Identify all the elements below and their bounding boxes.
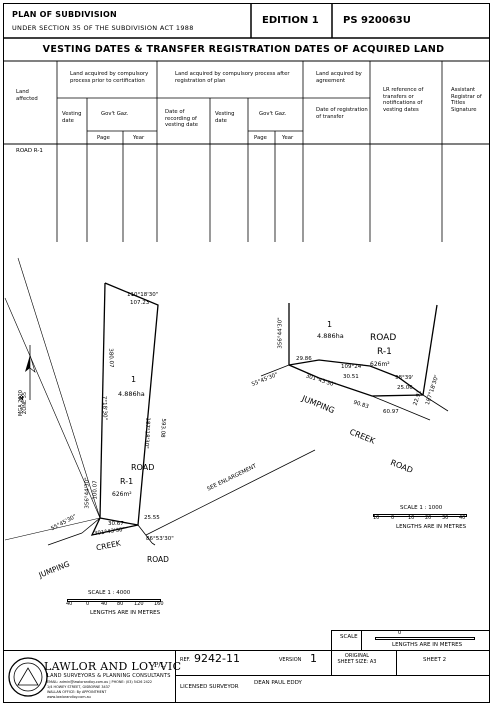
right-bearing-b: 109°24' (341, 364, 363, 370)
row-land-affected: ROAD R-1 (16, 148, 43, 154)
sub-govt-gaz-2: Gov't Gaz. (259, 111, 287, 117)
left-dist-right: 593.08 (159, 418, 167, 438)
original-sheet-size: ORIGINAL SHEET SIZE: A3 (337, 653, 377, 665)
footer-scale-zero: 0 (398, 630, 402, 636)
col-group-after: Land acquired by compulsory process afte… (175, 71, 290, 84)
right-dist-b: 30.51 (343, 374, 359, 380)
left-dist-top: 107.23 (130, 300, 150, 306)
licensed-surveyor-name: DEAN PAUL EDDY (254, 680, 302, 686)
ref-label: REF. (180, 657, 191, 663)
sub-year-2: Year (282, 135, 294, 141)
sub-page: Page (97, 135, 110, 141)
col-group-agreement: Land acquired by agreement (316, 71, 362, 84)
col-land-affected: Land affected (16, 89, 38, 102)
left-road-area: 626m² (112, 491, 132, 498)
right-scale-tick-0: 10 (373, 515, 380, 521)
left-dist-vertical: 100.07 (92, 480, 99, 500)
left-dist-left: 380.07 (107, 348, 114, 368)
company-web: www.lawlorandloy.com.au (47, 695, 91, 699)
right-road-label: ROAD (370, 333, 397, 343)
right-scale-tick-1: 0 (391, 515, 395, 521)
left-road-label: ROAD (131, 463, 155, 472)
left-lot-area: 4.886ha (118, 390, 145, 398)
left-scale-tick-0: 40 (66, 601, 73, 607)
left-scale-bar (67, 599, 161, 602)
right-bearing-c: 98°39' (395, 375, 414, 381)
left-scale-title: SCALE 1 : 4000 (88, 590, 131, 596)
sub-date-registration: Date of registration of transfer (316, 107, 368, 120)
company-contact-1: EMAIL: admin@lawlorandloy.com.au | PHONE… (47, 680, 153, 684)
right-scale-tick-2: 10 (408, 515, 415, 521)
company-tagline: LAND SURVEYORS & PLANNING CONSULTANTS (47, 673, 171, 679)
left-bearing-vertical: 356°44'30" (84, 477, 91, 509)
footer-scale-box (331, 630, 490, 650)
sub-vesting-date: Vesting date (62, 111, 82, 124)
left-scale-tick-2: 40 (101, 601, 108, 607)
footer-divider-1 (175, 650, 176, 703)
right-lot-area: 4.886ha (317, 332, 344, 340)
version-number: 1 (310, 652, 317, 665)
footer-scale-units: LENGTHS ARE IN METRES (392, 642, 463, 648)
north-label-2: ZONE 55 (22, 391, 29, 415)
footer-top-rule (3, 650, 490, 651)
sub-vesting-date-2: Vesting date (215, 111, 235, 124)
right-dist-c: 25.06 (397, 385, 413, 391)
col-assistant-registrar: Assistant Registrar of Titles Signature (451, 87, 482, 113)
right-scale-units: LENGTHS ARE IN METRES (396, 524, 467, 530)
footer-divider-3 (396, 650, 397, 675)
plan-number: PS 920063U (343, 15, 411, 26)
col-lr-reference: LR reference of transfers or notificatio… (383, 87, 424, 113)
left-road-word: ROAD (147, 555, 169, 564)
right-lot-number: 1 (327, 320, 333, 329)
company-contact-2: 1/4 HOWEY STREET, GISBORNE 3437 (47, 685, 110, 689)
company-contact-3: WALLAN OFFICE: By APPOINTMENT (47, 690, 107, 694)
right-road-area: 626m² (370, 361, 390, 368)
left-scale-tick-4: 120 (134, 601, 144, 607)
company-suffix: P/L (154, 661, 165, 669)
plan-title: PLAN OF SUBDIVISION (12, 10, 117, 19)
right-scale-tick-3: 20 (425, 515, 432, 521)
left-bearing-top: 110°18'30" (127, 292, 159, 298)
sub-year: Year (133, 135, 145, 141)
col-group-prior: Land acquired by compulsory process prio… (70, 71, 149, 84)
right-road-id: R-1 (377, 347, 392, 357)
left-scale-units: LENGTHS ARE IN METRES (90, 610, 161, 616)
edition-label: EDITION 1 (262, 15, 319, 26)
left-dist-bottom-b: 25.55 (144, 515, 160, 521)
footer-divider-2 (331, 650, 332, 675)
left-bearing-left: 7°18'30" (100, 395, 108, 421)
sheet-number: SHEET 2 (423, 657, 447, 663)
sub-govt-gaz: Gov't Gaz. (101, 111, 129, 117)
footer-scale-divider (361, 630, 362, 650)
right-scale-title: SCALE 1 : 1000 (400, 505, 443, 511)
sub-date-recording: Date of recording of vesting date (165, 109, 199, 129)
north-arrow-icon: N (19, 345, 36, 402)
left-bearing-bottom-b: 86°53'30" (146, 536, 174, 542)
footer-scale-bar (375, 637, 475, 640)
sub-page-2: Page (254, 135, 267, 141)
footer-scale-label: SCALE (340, 634, 358, 640)
svg-text:N: N (19, 396, 24, 402)
page-frame (3, 3, 490, 703)
right-scale-bar (373, 514, 467, 517)
left-scale-tick-1: 0 (86, 601, 90, 607)
left-dist-bottom-a: 30.67 (108, 521, 124, 527)
plan-subtitle: UNDER SECTION 35 OF THE SUBDIVISION ACT … (12, 24, 194, 32)
ref-number: 9242-11 (194, 652, 240, 665)
table-title: VESTING DATES & TRANSFER REGISTRATION DA… (42, 44, 445, 55)
right-dist-a: 29.86 (296, 356, 312, 362)
left-scale-tick-5: 160 (154, 601, 164, 607)
right-dist-e: 60.97 (383, 409, 399, 415)
left-scale-tick-3: 80 (117, 601, 124, 607)
left-road-id: R-1 (120, 477, 134, 486)
right-scale-tick-5: 40 (459, 515, 466, 521)
right-bearing-vertical: 356°44'30" (277, 317, 284, 349)
footer-mid-rule (175, 675, 490, 676)
right-scale-tick-4: 30 (442, 515, 449, 521)
licensed-surveyor-label: LICENSED SURVEYOR (180, 684, 239, 690)
company-name: LAWLOR AND LOY VIC (44, 660, 182, 673)
version-label: VERSION (279, 657, 302, 663)
left-lot-number: 1 (131, 375, 137, 384)
